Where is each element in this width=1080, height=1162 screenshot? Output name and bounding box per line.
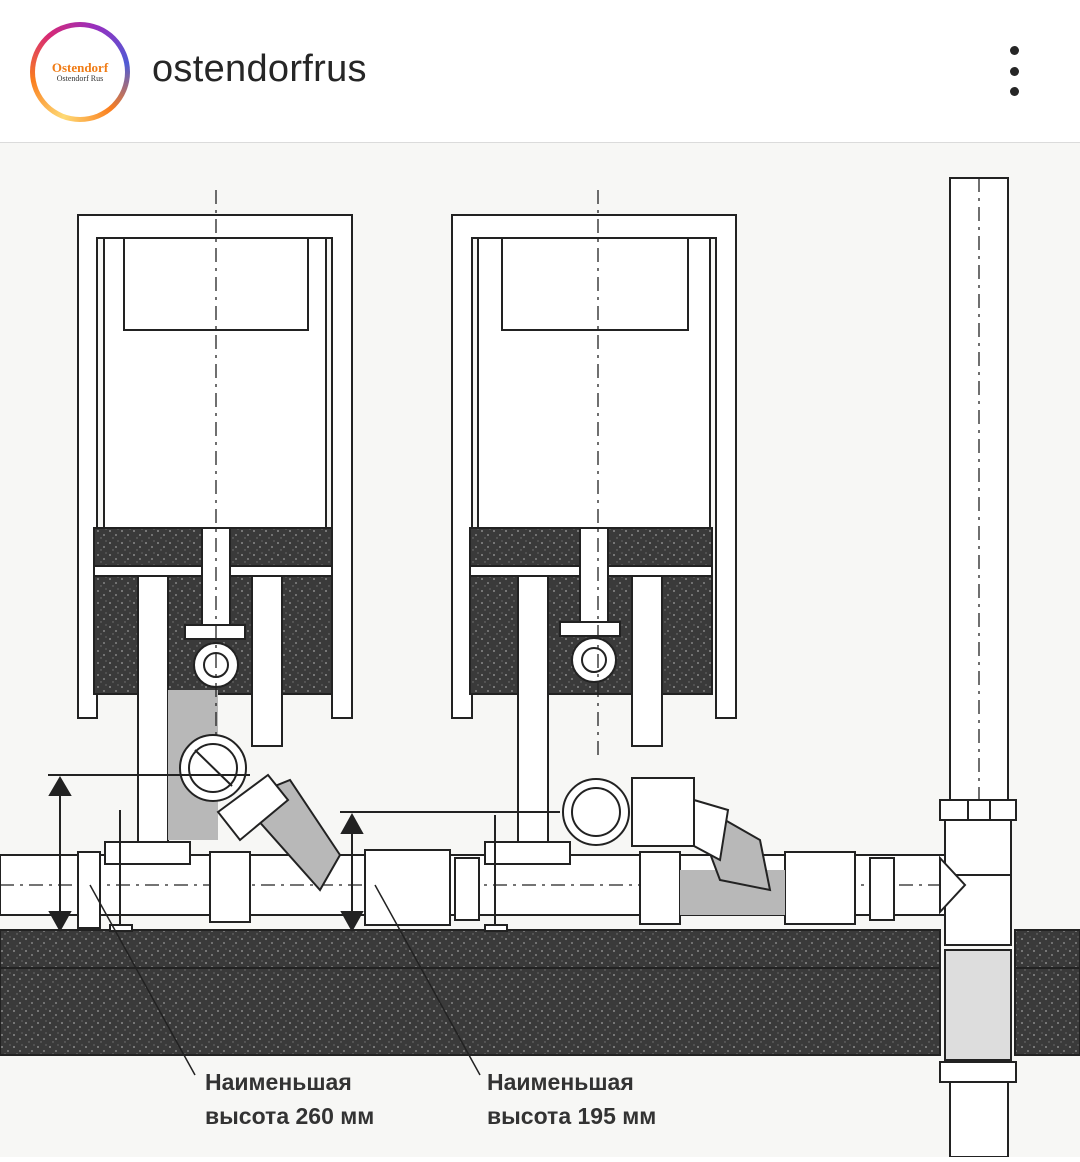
caption-left-line2: высота 260 мм <box>205 1103 375 1129</box>
leader-lines <box>89 884 481 1076</box>
plumbing-diagram <box>0 177 1080 1158</box>
right-elbow-fitting <box>562 777 772 892</box>
dot <box>1009 66 1019 76</box>
logo-sub-text: Ostendorf Rus <box>56 73 104 83</box>
left-elbow-fitting <box>179 734 342 892</box>
logo-main-text: Ostendorf <box>51 59 109 75</box>
caption-left: Наименьшая высота 260 мм <box>205 1065 374 1133</box>
dot <box>1009 87 1019 96</box>
ostendorf-logo: Ostendorf Ostendorf Rus <box>39 31 121 113</box>
right-installation-frame <box>451 190 737 847</box>
post-image: Наименьшая высота 260 мм Наименьшая высо… <box>0 143 1080 1158</box>
avatar-border: Ostendorf Ostendorf Rus <box>35 27 125 117</box>
caption-right: Наименьшая высота 195 мм <box>487 1065 656 1133</box>
caption-right-line2: высота 195 мм <box>487 1103 657 1129</box>
floor-slab <box>0 929 1080 1056</box>
avatar[interactable]: Ostendorf Ostendorf Rus <box>30 22 130 122</box>
more-options-icon[interactable] <box>996 46 1032 96</box>
post-header: Ostendorf Ostendorf Rus ostendorfrus <box>0 0 1080 143</box>
dot <box>1009 46 1019 55</box>
left-installation-frame <box>77 190 353 847</box>
mounting-brackets <box>104 810 571 932</box>
caption-right-line1: Наименьшая <box>487 1069 634 1095</box>
horizontal-drain-pipe <box>0 849 967 929</box>
username-link[interactable]: ostendorfrus <box>152 48 367 90</box>
dimension-arrows <box>48 774 560 933</box>
vertical-riser <box>939 177 1017 1158</box>
caption-left-line1: Наименьшая <box>205 1069 352 1095</box>
